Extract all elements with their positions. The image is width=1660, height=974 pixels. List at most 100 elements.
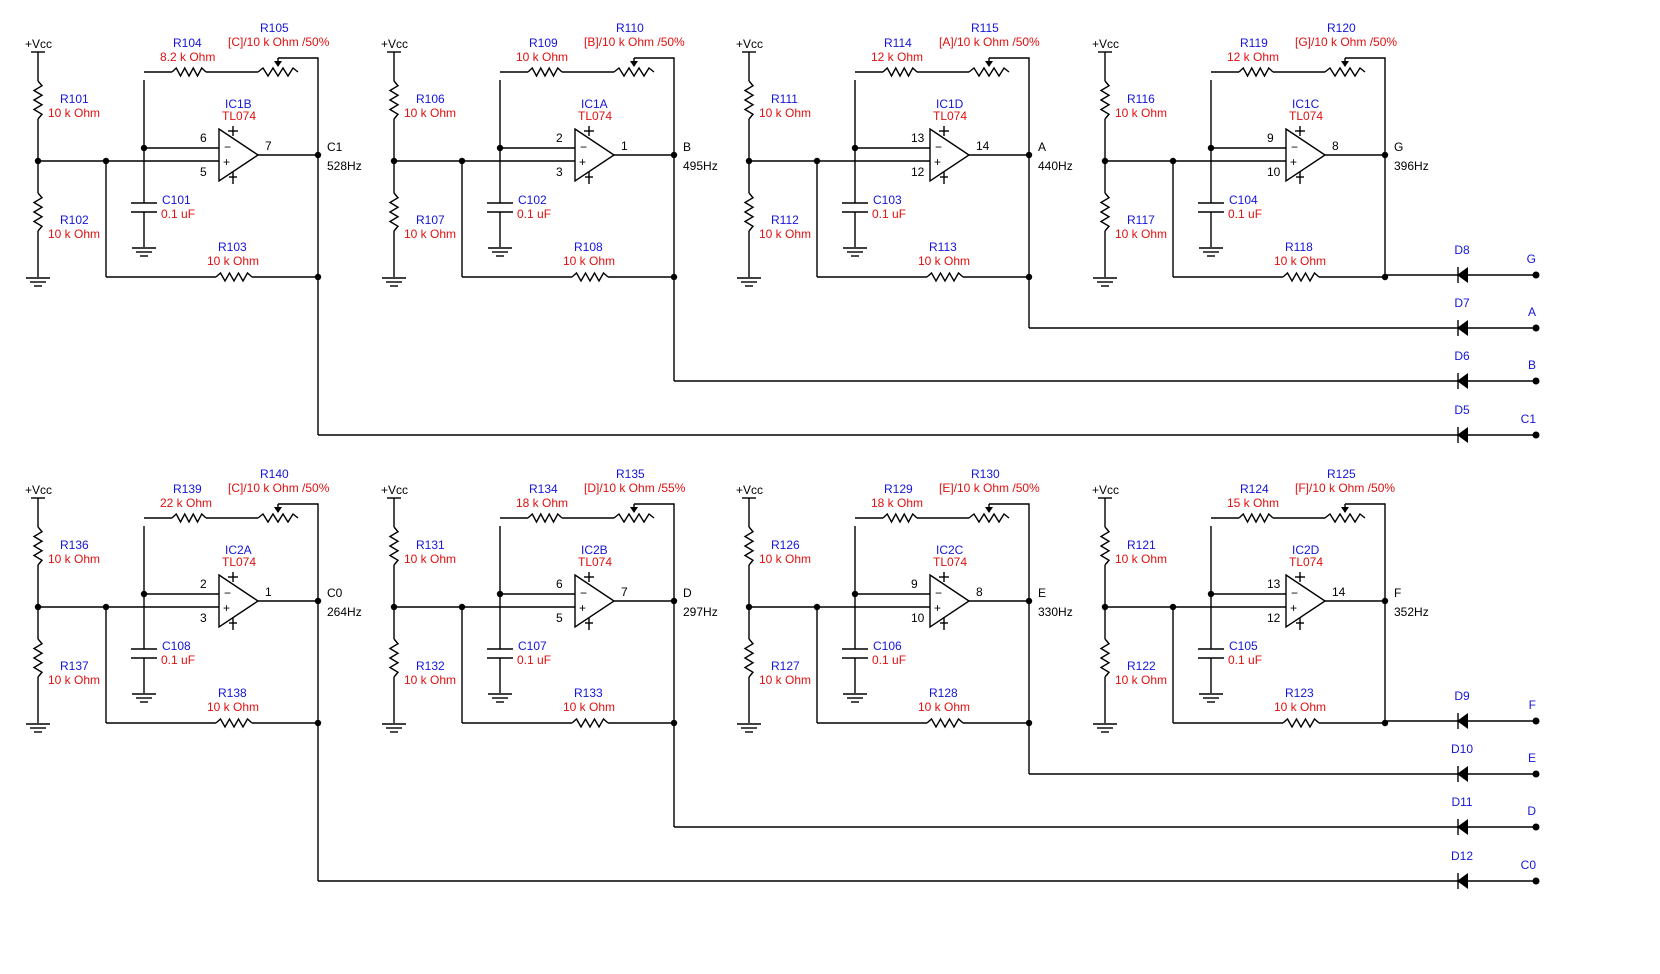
- ic-ref: IC2D: [1292, 543, 1320, 557]
- output-terminal[interactable]: [1532, 431, 1540, 439]
- minus-sign: −: [935, 586, 942, 600]
- output-terminal[interactable]: [1532, 823, 1540, 831]
- resistor-ref: R128: [929, 686, 958, 700]
- output-node-label: G: [1394, 140, 1403, 154]
- resistor-ref: R137: [60, 659, 89, 673]
- capacitor-ref: C104: [1229, 193, 1258, 207]
- output-terminal[interactable]: [1532, 717, 1540, 725]
- resistor-value: 10 k Ohm: [48, 106, 100, 120]
- minus-sign: −: [1291, 586, 1298, 600]
- minus-sign: −: [1291, 140, 1298, 154]
- op-amp-symbol: −+: [218, 572, 260, 630]
- pin-number: 6: [556, 577, 563, 591]
- vcc-label: +Vcc: [25, 483, 52, 497]
- diode-output: D6B: [1454, 349, 1540, 389]
- resistor-symbol: [171, 512, 207, 524]
- diode-ref: D8: [1454, 243, 1470, 257]
- resistor-symbol: [743, 80, 755, 120]
- potentiometer-value: [C]/10 k Ohm /50%: [228, 481, 330, 495]
- ground-icon: [1093, 277, 1117, 287]
- resistor-value: 10 k Ohm: [918, 254, 970, 268]
- resistor-symbol: [32, 638, 44, 678]
- potentiometer-value: [E]/10 k Ohm /50%: [939, 481, 1040, 495]
- wiper-arrow: [274, 507, 282, 513]
- resistor-value: 10 k Ohm: [759, 673, 811, 687]
- output-frequency: 440Hz: [1038, 159, 1073, 173]
- resistor-value: 10 k Ohm: [759, 227, 811, 241]
- junction-dot: [390, 157, 398, 165]
- capacitor-ref: C103: [873, 193, 902, 207]
- ground-icon: [488, 247, 512, 257]
- resistor-value: 10 k Ohm: [563, 700, 615, 714]
- resistor-ref: R111: [771, 92, 798, 106]
- output-terminal[interactable]: [1532, 324, 1540, 332]
- pin-number: 13: [911, 131, 925, 145]
- resistor-ref: R109: [529, 36, 558, 50]
- diode-symbol: [1457, 373, 1468, 389]
- output-terminal[interactable]: [1532, 271, 1540, 279]
- resistor-symbol: [171, 66, 207, 78]
- ic-ref: IC1C: [1292, 97, 1320, 111]
- pin-number: 6: [200, 131, 207, 145]
- resistor-value: 18 k Ohm: [871, 496, 923, 510]
- output-terminal[interactable]: [1532, 377, 1540, 385]
- pin-number: 7: [265, 139, 272, 153]
- resistor-value: 15 k Ohm: [1227, 496, 1279, 510]
- wiper-arrow: [274, 61, 282, 67]
- ground-icon: [1093, 723, 1117, 733]
- resistor-symbol: [388, 80, 400, 120]
- resistor-ref: R136: [60, 538, 89, 552]
- minus-sign: −: [580, 586, 587, 600]
- ground-icon: [26, 277, 50, 287]
- wiper-arrow: [630, 507, 638, 513]
- diode-ref: D6: [1454, 349, 1470, 363]
- pin-number: 12: [911, 165, 925, 179]
- resistor-symbol: [1324, 66, 1366, 78]
- op-amp-symbol: −+: [1285, 572, 1327, 630]
- resistor-symbol: [571, 271, 609, 283]
- resistor-ref: R113: [929, 240, 957, 254]
- resistor-ref: R114: [884, 36, 912, 50]
- output-node-label: F: [1394, 586, 1401, 600]
- output-frequency: 528Hz: [327, 159, 362, 173]
- output-terminal[interactable]: [1532, 770, 1540, 778]
- potentiometer-value: [D]/10 k Ohm /55%: [584, 481, 686, 495]
- vcc-label: +Vcc: [736, 37, 763, 51]
- potentiometer-ref: R120: [1327, 21, 1356, 35]
- resistor-value: 10 k Ohm: [1274, 700, 1326, 714]
- resistor-symbol: [1099, 192, 1111, 232]
- capacitor-value: 0.1 uF: [161, 207, 195, 221]
- resistor-ref: R121: [1127, 538, 1156, 552]
- resistor-ref: R133: [574, 686, 603, 700]
- potentiometer-value: [G]/10 k Ohm /50%: [1295, 35, 1397, 49]
- output-frequency: 297Hz: [683, 605, 718, 619]
- potentiometer-value: [F]/10 k Ohm /50%: [1295, 481, 1395, 495]
- capacitor-value: 0.1 uF: [1228, 653, 1262, 667]
- bus-output-label: D: [1527, 804, 1536, 818]
- ic-type: TL074: [933, 555, 967, 569]
- resistor-symbol: [743, 526, 755, 566]
- resistor-ref: R104: [173, 36, 202, 50]
- pin-number: 3: [200, 611, 207, 625]
- resistor-ref: R118: [1285, 240, 1313, 254]
- plus-sign: +: [579, 601, 586, 615]
- output-node-label: C0: [327, 586, 343, 600]
- ic-type: TL074: [578, 109, 612, 123]
- resistor-ref: R123: [1285, 686, 1314, 700]
- output-node-label: D: [683, 586, 692, 600]
- pin-number: 9: [1267, 131, 1274, 145]
- capacitor-value: 0.1 uF: [161, 653, 195, 667]
- op-amp-symbol: −+: [218, 126, 260, 184]
- ground-icon: [1199, 247, 1223, 257]
- bus-output-label: C1: [1521, 412, 1537, 426]
- output-terminal[interactable]: [1532, 877, 1540, 885]
- diode-ref: D11: [1451, 795, 1472, 809]
- resistor-symbol: [1238, 66, 1274, 78]
- plus-sign: +: [934, 155, 941, 169]
- resistor-ref: R126: [771, 538, 800, 552]
- resistor-value: 10 k Ohm: [404, 673, 456, 687]
- resistor-value: 10 k Ohm: [759, 106, 811, 120]
- junction-dot: [1101, 157, 1109, 165]
